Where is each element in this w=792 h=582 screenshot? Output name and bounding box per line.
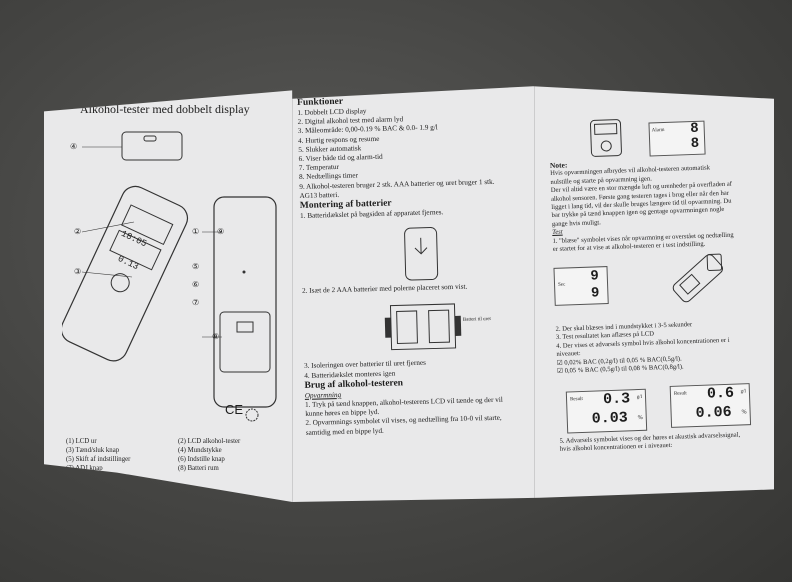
result-lcd-2: Result 0.6 g/l 0.06 % — [669, 383, 752, 428]
callout-7: ⑦ — [192, 298, 200, 307]
fold-line-1 — [292, 86, 293, 502]
result-label: Result — [569, 396, 583, 403]
legend-item: (2) LCD alkohol-tester — [178, 438, 241, 445]
warmup-device-illustration — [589, 119, 622, 157]
blow-test-illustration — [672, 253, 723, 303]
battery-clock-label: Batteri til uret — [462, 317, 491, 323]
ce-mark: CE — [225, 402, 244, 417]
callout-8: ⑧ — [212, 332, 220, 341]
result-unit-bac: % — [741, 409, 747, 416]
callout-2: ② — [74, 227, 82, 236]
panel-instructions: Funktioner 1. Dobbelt LCD display 2. Dig… — [297, 92, 547, 488]
legend-item: (8) Batteri rum — [178, 465, 219, 472]
test-lcd-digit-1: 9 — [590, 268, 600, 285]
callout-3: ③ — [74, 267, 82, 276]
legend-item: (6) Indstille knap — [178, 456, 225, 463]
legend-item: (5) Skift af indstillinger — [66, 456, 131, 463]
callout-9: ⑨ — [217, 227, 225, 236]
result-value-gl: 0.3 — [602, 390, 631, 409]
result-value-gl: 0.6 — [706, 384, 735, 403]
alarm-digit-2: 8 — [690, 135, 700, 153]
fold-line-2 — [534, 86, 535, 502]
device-diagram — [62, 131, 277, 422]
callout-4: ④ — [70, 142, 78, 151]
battery-cover-diagram — [404, 227, 439, 281]
alarm-digit-1: 8 — [690, 120, 699, 138]
alarm-screen: Alarm 8 8 — [648, 120, 706, 157]
callout-5: ⑤ — [192, 262, 200, 271]
alarm-label: Alarm — [651, 127, 665, 134]
test-lcd-digit-2: 9 — [590, 285, 600, 302]
legend-item: (4) Mundstykke — [178, 447, 222, 454]
legend-item: (7) ADJ knap — [66, 465, 103, 472]
legend-item: (3) Tænd/sluk knap — [66, 447, 120, 454]
panel-test-instructions: Alarm 8 8 Note: Hvis opvarmningen afbryd… — [549, 119, 774, 479]
result-unit-bac: % — [637, 414, 643, 422]
leaflet-title: Alkohol-tester med dobbelt display — [80, 102, 250, 116]
result-value-bac: 0.06 — [695, 403, 732, 423]
result-unit-gl: g/l — [740, 389, 746, 395]
result-label: Result — [673, 391, 687, 397]
callout-1: ① — [192, 227, 200, 236]
result-unit-gl: g/l — [636, 394, 643, 401]
test-lcd-label: Sec — [557, 282, 566, 288]
legend-item: (1) LCD ur — [66, 438, 97, 445]
battery-insert-diagram — [384, 303, 462, 351]
result-value-bac: 0.03 — [591, 409, 629, 428]
result-lcd-1: Result 0.3 g/l 0.03 % — [565, 388, 648, 434]
instruction-leaflet: Alkohol-tester med dobbelt display — [44, 86, 774, 502]
callout-6: ⑥ — [192, 280, 200, 289]
panel-device-diagram: Alkohol-tester med dobbelt display — [62, 102, 287, 482]
test-lcd: Sec 9 9 — [553, 266, 609, 306]
legend-item: (9) Nulstille knap — [66, 474, 114, 481]
